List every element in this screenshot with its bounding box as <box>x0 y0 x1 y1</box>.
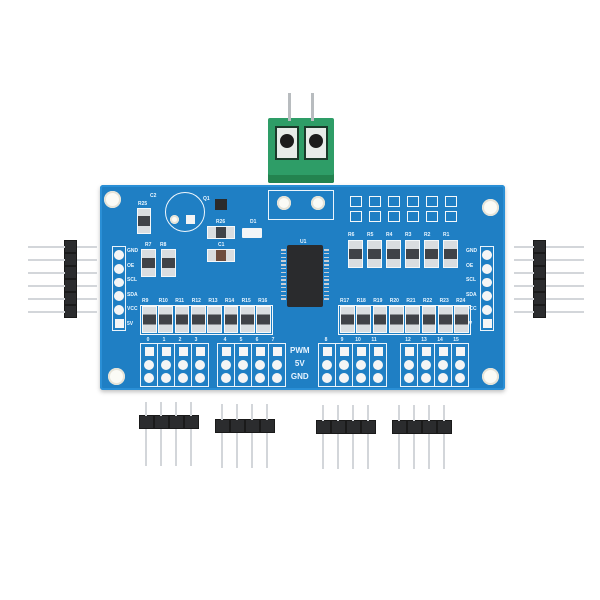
servo-header-12-15 <box>400 343 469 387</box>
mounting-hole <box>104 191 121 208</box>
resistor-r7 <box>141 249 156 277</box>
resistor-r26 <box>207 226 235 239</box>
transistor-q1 <box>215 199 227 210</box>
resistor-r25 <box>137 208 151 234</box>
led-d1 <box>242 228 262 238</box>
label-c2: C2 <box>150 193 157 199</box>
screw-icon <box>280 134 294 148</box>
cap-pad <box>186 215 195 224</box>
resistor-row-top-right <box>348 240 458 268</box>
mounting-hole <box>108 368 125 385</box>
loose-header-bottom-4 <box>392 405 452 469</box>
label-r7: R7 <box>145 242 152 248</box>
loose-header-bottom-1 <box>139 402 199 466</box>
servo-header-0-3 <box>140 343 209 387</box>
servo-header-8-11 <box>318 343 387 387</box>
left-header-footprint <box>112 246 126 331</box>
loose-header-left <box>28 240 97 318</box>
loose-header-right <box>514 240 584 318</box>
servo-header-4-7 <box>217 343 286 387</box>
label-u1: U1 <box>300 239 307 245</box>
row-labels: PWM 5V GND <box>290 346 310 381</box>
terminal-pin <box>288 93 291 121</box>
resistor-r8 <box>161 249 176 277</box>
mounting-hole <box>482 199 499 216</box>
mounting-hole <box>482 368 499 385</box>
cap-hole <box>170 215 179 224</box>
screw-icon <box>309 134 323 148</box>
capacitor-c2-outline <box>165 192 205 232</box>
terminal-hole <box>311 196 325 210</box>
label-r26: R26 <box>216 219 226 225</box>
terminal-pin <box>311 93 314 121</box>
terminal-slot <box>275 126 299 160</box>
unpopulated-pads <box>348 195 458 225</box>
terminal-footprint <box>268 190 334 220</box>
loose-header-bottom-2 <box>215 404 275 468</box>
resistor-bank-left <box>140 305 273 335</box>
terminal-slot <box>304 126 328 160</box>
right-header-footprint <box>480 246 494 331</box>
resistor-labels-top-right: R6 R5 R4 R3 R2 R1 <box>348 232 450 238</box>
label-r25: R25 <box>138 201 148 207</box>
label-d1: D1 <box>250 219 257 225</box>
terminal-hole <box>277 196 291 210</box>
label-r8: R8 <box>160 242 167 248</box>
screw-terminal <box>268 93 334 183</box>
resistor-bank-right <box>338 305 471 335</box>
pwm-controller-ic <box>281 245 329 307</box>
label-q1: Q1 <box>203 196 210 202</box>
loose-header-bottom-3 <box>316 405 376 469</box>
capacitor-c1 <box>207 249 235 262</box>
label-c1: C1 <box>218 242 225 248</box>
